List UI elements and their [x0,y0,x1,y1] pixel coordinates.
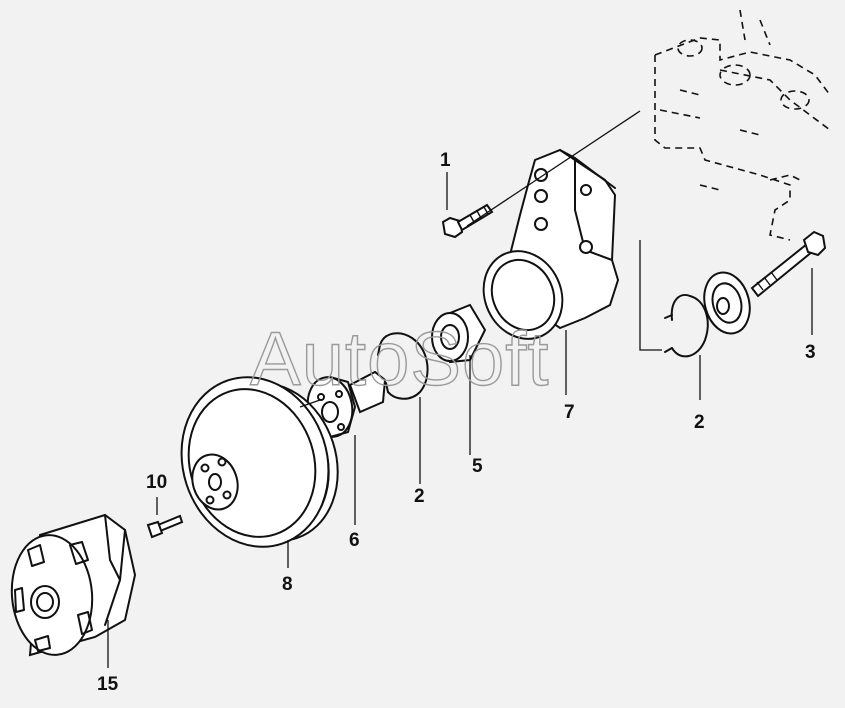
callout-10: 10 [146,472,167,493]
callout-3: 3 [805,342,816,363]
callout-2-right: 2 [694,412,705,433]
watermark: AutoSoft [250,317,550,402]
fan-coupling [10,513,137,657]
screw-10 [146,514,184,539]
callout-15: 15 [97,674,119,695]
bearing [431,303,487,364]
callout-numbers: 1 2 2 3 5 6 7 8 10 15 [97,150,816,695]
bracket-housing [482,148,620,340]
snap-ring-right [664,294,709,358]
callout-2-left: 2 [414,486,425,507]
snap-ring-left [377,332,429,400]
leader-lines [107,110,813,668]
bracket-hole-top [534,168,548,182]
callout-6: 6 [349,530,360,551]
engine-block-outline [654,9,831,241]
pulley [180,376,339,548]
callout-5: 5 [472,456,483,477]
bolt-3 [750,230,827,298]
thrust-washer [703,271,751,335]
callout-1: 1 [440,150,451,171]
callout-8: 8 [282,574,293,595]
bolt-1 [441,203,494,239]
callout-7: 7 [564,402,575,423]
